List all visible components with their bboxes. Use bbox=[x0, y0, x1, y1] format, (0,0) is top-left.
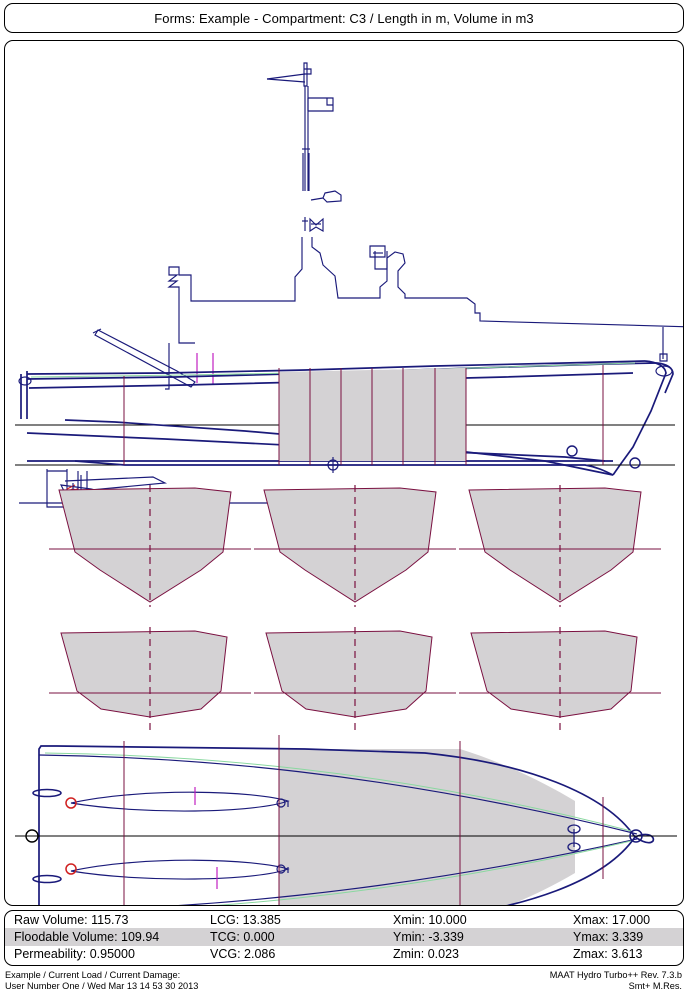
antenna-cluster bbox=[302, 217, 324, 233]
xmin-cell: Xmin: 10.000 bbox=[393, 912, 467, 927]
window-title-bar: Forms: Example - Compartment: C3 / Lengt… bbox=[4, 3, 684, 33]
lcg-marker-profile bbox=[325, 457, 341, 473]
results-table: Raw Volume: 115.73 LCG: 13.385 Xmin: 10.… bbox=[4, 910, 684, 966]
section-row-2 bbox=[49, 627, 661, 731]
footer-case-label: Example / Current Load / Current Damage: bbox=[5, 970, 181, 980]
compartment-station-lines-profile bbox=[278, 368, 467, 465]
ymin-cell: Ymin: -3.339 bbox=[393, 929, 464, 944]
ymax-cell: Ymax: 3.339 bbox=[573, 929, 644, 944]
section-6 bbox=[459, 627, 661, 731]
shaft-port bbox=[32, 787, 290, 812]
table-row: Raw Volume: 115.73 LCG: 13.385 Xmin: 10.… bbox=[5, 911, 683, 928]
plan-view bbox=[15, 735, 677, 905]
zmin-cell: Zmin: 0.023 bbox=[393, 947, 460, 962]
crane-arm bbox=[92, 328, 196, 390]
ship-drawing-svg: .hl{fill:none;stroke:#1a1a7a;stroke-widt… bbox=[15, 62, 683, 905]
mast-assembly bbox=[266, 62, 334, 191]
section-1 bbox=[49, 485, 251, 607]
section-2 bbox=[254, 485, 456, 607]
shaft-starboard bbox=[32, 859, 290, 889]
signal-lamp bbox=[310, 190, 342, 203]
deck-cabin bbox=[374, 251, 388, 270]
floodable-volume-cell: Floodable Volume: 109.94 bbox=[14, 929, 160, 944]
tcg-cell: TCG: 0.000 bbox=[210, 929, 275, 944]
bow-origin-marker bbox=[629, 829, 643, 843]
footer-module-label: Smt+ M.Res. bbox=[628, 981, 682, 991]
raw-volume-cell: Raw Volume: 115.73 bbox=[14, 912, 129, 927]
section-4 bbox=[49, 627, 251, 731]
footer-user-timestamp: User Number One / Wed Mar 13 14 53 30 20… bbox=[5, 981, 199, 991]
station-reference-lines-plan bbox=[123, 735, 604, 905]
station-reference-lines-profile bbox=[123, 365, 604, 465]
sections-view bbox=[49, 485, 661, 731]
table-row: Floodable Volume: 109.94 TCG: 0.000 Ymin… bbox=[5, 928, 683, 946]
funnel-marks bbox=[196, 353, 214, 385]
footer-software-version: MAAT Hydro Turbo++ Rev. 7.3.b bbox=[549, 970, 682, 980]
zmax-cell: Zmax: 3.613 bbox=[573, 947, 643, 962]
hull-openings-profile bbox=[566, 445, 641, 469]
xmax-cell: Xmax: 17.000 bbox=[573, 912, 651, 927]
section-row-1 bbox=[49, 485, 661, 607]
permeability-cell: Permeability: 0.95000 bbox=[14, 947, 135, 962]
profile-view bbox=[15, 62, 683, 510]
table-row: Permeability: 0.95000 VCG: 2.086 Zmin: 0… bbox=[5, 946, 683, 963]
section-3 bbox=[459, 485, 661, 607]
stern-origin-marker bbox=[21, 829, 43, 843]
bow-fittings-plan bbox=[567, 824, 581, 852]
radar-platform bbox=[302, 148, 310, 191]
vcg-cell: VCG: 2.086 bbox=[210, 947, 276, 962]
section-5 bbox=[254, 627, 456, 731]
footer: Example / Current Load / Current Damage:… bbox=[0, 970, 688, 999]
superstructure-outline bbox=[167, 237, 683, 344]
page-title: Forms: Example - Compartment: C3 / Lengt… bbox=[154, 10, 534, 26]
drawing-canvas[interactable]: .hl{fill:none;stroke:#1a1a7a;stroke-widt… bbox=[4, 40, 684, 906]
lcg-cell: LCG: 13.385 bbox=[210, 912, 281, 927]
